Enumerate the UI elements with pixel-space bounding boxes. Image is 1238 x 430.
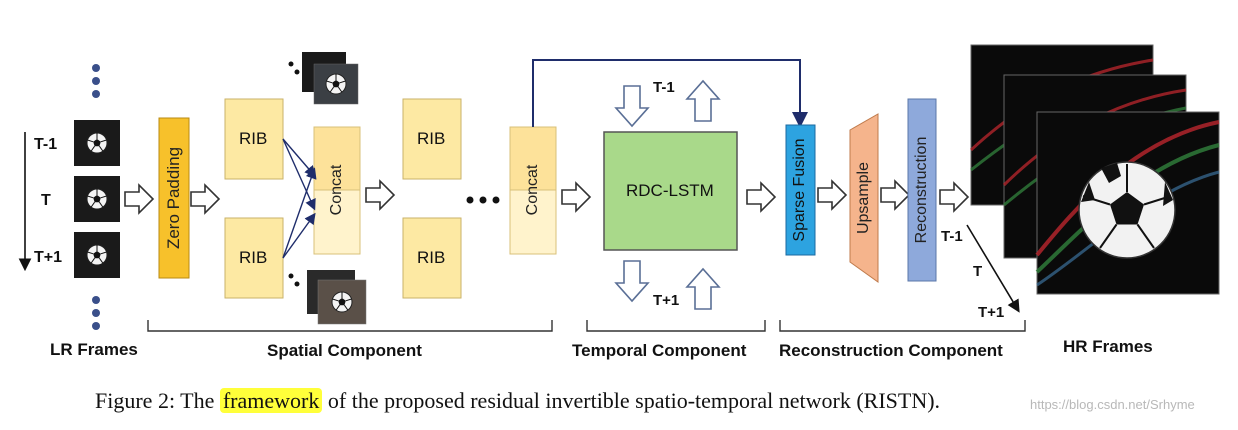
concat-block-2-top bbox=[509, 126, 557, 191]
arrow-concat-to-lstm bbox=[561, 182, 591, 212]
lr-frames-title: LR Frames bbox=[50, 340, 138, 359]
hr-frames-title: HR Frames bbox=[1063, 337, 1153, 356]
rib-top-2 bbox=[402, 98, 462, 180]
reconstruction-label: Reconstruction bbox=[913, 136, 930, 244]
output-label-t-plus-1: T+1 bbox=[978, 304, 1005, 321]
rib-top-1-label: RIB bbox=[239, 129, 268, 148]
rdc-lstm-label: RDC-LSTM bbox=[626, 181, 714, 200]
output-time-arrow bbox=[966, 224, 1020, 313]
temporal-component-label: Temporal Component bbox=[572, 341, 747, 360]
arrow-lstm-to-fusion bbox=[746, 182, 776, 212]
lr-time-label-t: T bbox=[41, 192, 51, 209]
temporal-label-prev: T-1 bbox=[653, 79, 675, 96]
upsample-block bbox=[849, 113, 879, 283]
ellipsis-dots bbox=[466, 196, 500, 204]
arrow-upsample-to-recon bbox=[880, 180, 910, 210]
lr-time-label-t-plus-1: T+1 bbox=[34, 249, 63, 266]
hr-frame-front bbox=[1035, 111, 1220, 295]
arrow-fusion-to-upsample bbox=[817, 180, 847, 210]
soccer-ball-icon bbox=[1078, 161, 1176, 259]
arrow-recon-to-hr bbox=[939, 182, 969, 212]
output-label-t-minus-1: T-1 bbox=[941, 228, 963, 245]
concat-1-label: Concat bbox=[328, 164, 345, 216]
component-brackets bbox=[147, 320, 1026, 332]
rib-top-2-label: RIB bbox=[417, 129, 446, 148]
lr-frame-t-plus-1 bbox=[74, 232, 120, 278]
feature-thumb-bottom bbox=[288, 270, 367, 325]
concat-block-1-top bbox=[313, 126, 361, 191]
rib-bottom-2-label: RIB bbox=[417, 248, 446, 267]
arrow-padding-to-rib bbox=[190, 184, 220, 214]
caption-highlight: framework bbox=[219, 388, 323, 413]
rib-bottom-2 bbox=[402, 217, 462, 299]
reconstruction-component-label: Reconstruction Component bbox=[779, 341, 1003, 360]
temporal-label-next: T+1 bbox=[653, 292, 680, 309]
sparse-fusion-label: Sparse Fusion bbox=[791, 138, 808, 242]
reconstruction-block bbox=[907, 98, 937, 282]
concat-2-label: Concat bbox=[524, 164, 541, 216]
output-label-t: T bbox=[973, 263, 983, 280]
figure-caption: Figure 2: The framework of the proposed … bbox=[95, 388, 940, 414]
rib-bottom-1-label: RIB bbox=[239, 248, 268, 267]
lr-frame-t-minus-1 bbox=[74, 120, 120, 166]
arrow-lr-to-padding bbox=[124, 184, 154, 214]
rib-cross-connectors bbox=[282, 138, 317, 259]
lr-dots-top bbox=[92, 64, 100, 98]
lr-frame-t bbox=[74, 176, 120, 222]
rdc-lstm-block bbox=[603, 131, 738, 251]
upsample-label: Upsample bbox=[855, 161, 872, 235]
sparse-fusion-block bbox=[785, 124, 816, 256]
rib-top-1 bbox=[224, 98, 284, 180]
zero-padding-label: Zero Padding bbox=[164, 146, 183, 250]
skip-connection bbox=[532, 59, 808, 128]
concat-block-2-bottom bbox=[509, 189, 557, 255]
lr-dots-bottom bbox=[92, 296, 100, 330]
caption-prefix: Figure 2: The bbox=[95, 388, 220, 413]
arrow-concat-to-rib bbox=[365, 180, 395, 210]
caption-suffix: of the proposed residual invertible spat… bbox=[322, 388, 941, 413]
rib-bottom-1 bbox=[224, 217, 284, 299]
spatial-component-label: Spatial Component bbox=[267, 341, 422, 360]
watermark-text: https://blog.csdn.net/Srhyme bbox=[1030, 397, 1195, 412]
lr-time-label-t-minus-1: T-1 bbox=[34, 136, 58, 153]
feature-thumb-top bbox=[288, 52, 359, 105]
zero-padding-block bbox=[158, 117, 190, 279]
